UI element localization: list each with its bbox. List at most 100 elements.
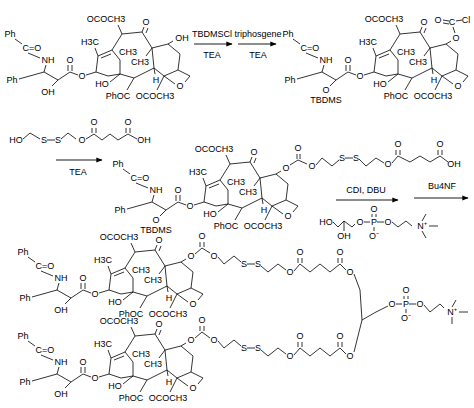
atom-label: P [403,300,409,309]
atom-label: Ph [6,76,17,85]
atom-label: OCOCH3 [136,92,175,101]
atom-label: Ph [282,30,293,39]
atom-label: H3C [359,38,377,47]
reagent-label: O⁻ [369,232,379,241]
atom-label: OCOCH3 [149,394,188,403]
atom-label: CH3 [119,48,137,57]
atom-label: O [91,374,98,383]
atom-label: O [78,72,85,81]
atom-label: PhOC [106,92,131,101]
atom-label: N⁺ [447,308,457,317]
atom-label: H [153,76,160,85]
reagent-label: Bu4NF [428,182,456,191]
atom-label: Ph [17,332,28,341]
atom-label: S [339,154,345,163]
atom-label: OCOCH3 [244,222,283,231]
atom-label: S [255,344,261,353]
reagent-label: triphosgene [234,30,281,39]
atom-label: HO [108,382,122,391]
atom-label: HO [373,80,387,89]
atom-label: OH [41,88,55,97]
atom-label: O [388,300,395,309]
atom-label: O [420,18,427,27]
atom-label: CH3 [227,178,245,187]
atom-label: O [434,16,441,25]
atom-label: HO [108,298,122,307]
atom-label: O [286,268,293,277]
atom-label: C=O [36,262,55,271]
atom-label: O [198,316,205,325]
atom-label: O [454,82,461,91]
reagent-label: O [124,118,131,127]
atom-label: C=O [23,44,42,53]
atom-label: OH [447,160,461,169]
atom-label: O [187,252,194,261]
atom-label: O [91,290,98,299]
atom-label: HO [95,80,109,89]
atom-label: O [346,268,353,277]
atom-label: O [210,252,217,261]
atom-label: H3C [94,340,112,349]
taxane-skeleton [15,25,468,392]
atom-label: CH3 [131,58,149,67]
atom-label: C=O [36,346,55,355]
atom-label: OCOCH3 [365,15,404,24]
reagent-label: N⁺ [417,222,427,231]
atom-label: Ph [112,160,123,169]
atom-label: O [282,164,289,173]
atom-label: CH3 [409,58,427,67]
atom-label: O [394,140,401,149]
reagent-label: TEA [69,168,87,177]
reagent-label: S [41,136,47,145]
atom-label: O [250,148,257,157]
atom-label: O [294,144,301,153]
atom-label: CH3 [144,276,162,285]
atom-label: PhOC [119,394,144,403]
atom-label: O [79,358,86,367]
atom-label: H [261,206,268,215]
atom-label: TBDMS [310,96,342,105]
atom-label: O [402,286,409,295]
atom-label: OCOCH3 [195,145,234,154]
reagent-label: O [356,218,363,227]
bonds [23,20,468,356]
atom-label: H3C [94,256,112,265]
atom-label: O [152,216,159,225]
atom-label: O [416,300,423,309]
atom-label: S [241,344,247,353]
atom-label: O [155,236,162,245]
atom-label: C=O [301,44,320,53]
atom-label: CH3 [132,350,150,359]
atom-label: O⁻ [401,314,411,323]
atom-label: O [344,56,351,65]
atom-label: S [255,260,261,269]
atom-label: CH3 [144,360,162,369]
atom-label: O [284,212,291,221]
atom-label: Cl [462,16,471,25]
reagent-label: O [78,136,85,145]
atom-label: NH [150,186,163,195]
reagent-label: S [55,136,61,145]
atom-label: TBDMS [140,226,172,235]
atom-label: OCOCH3 [100,233,139,242]
atom-label: OH [54,306,68,315]
reagent-label: TEA [249,51,267,60]
atom-label: O [187,336,194,345]
atom-label: CH3 [132,266,150,275]
atom-label: O [142,18,149,27]
atom-label: OCOCH3 [100,317,139,326]
atom-label: O [176,82,183,91]
atom-label: O [198,232,205,241]
atom-label: O [356,72,363,81]
atom-label: O [186,202,193,211]
reagent-label: O [370,205,377,214]
atom-label: PhOC [384,92,409,101]
atom-label: O [155,320,162,329]
atom-label: OCOCH3 [414,92,453,101]
atom-label: C [449,18,456,27]
atom-label: O [189,384,196,393]
atom-label: H [166,378,173,387]
atom-label: Ph [114,206,125,215]
atom-label: O [308,162,315,171]
atom-label: C=O [131,174,150,183]
